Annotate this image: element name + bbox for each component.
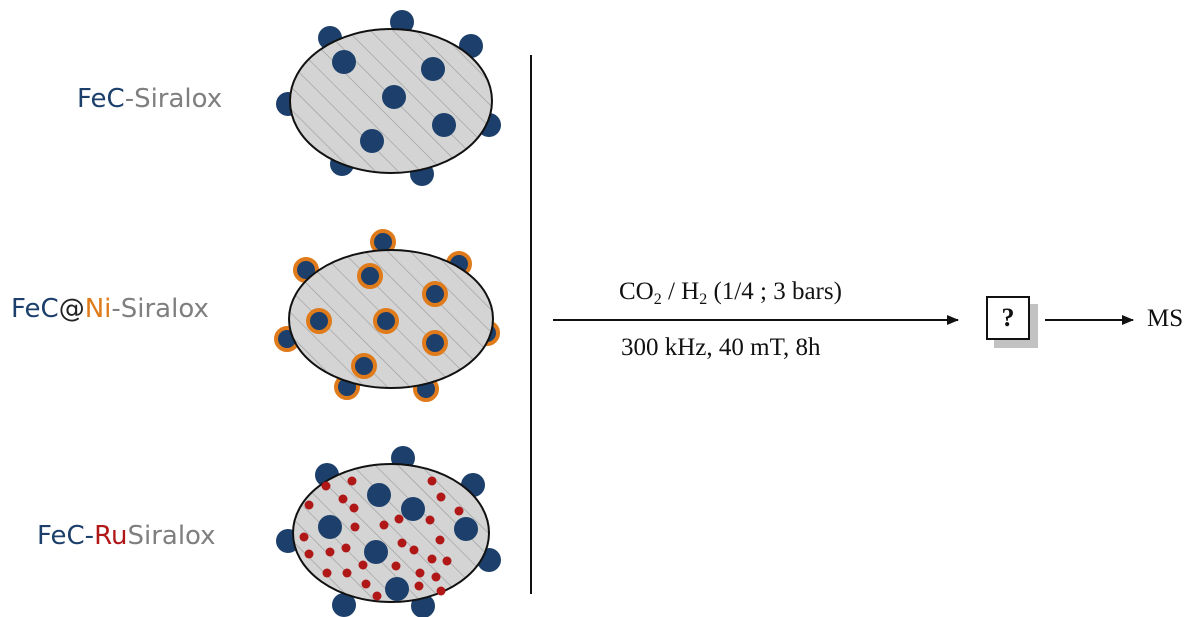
ru-cluster	[338, 494, 348, 504]
ru-cluster	[454, 506, 464, 516]
ru-cluster	[414, 581, 424, 591]
ru-cluster	[358, 560, 368, 570]
fec-particle	[332, 593, 356, 617]
ru-cluster	[394, 514, 404, 524]
fec-ni-particle	[351, 353, 377, 379]
ru-cluster	[361, 579, 371, 589]
fec-particle	[454, 517, 478, 541]
ru-cluster	[436, 586, 446, 596]
ru-cluster	[425, 515, 435, 525]
fec-particle	[367, 483, 391, 507]
label-fec-siralox: FeC-Siralox	[77, 84, 222, 114]
ratio-pressure-text: (1/4 ; 3 bars)	[707, 278, 842, 305]
ru-cluster	[427, 554, 437, 564]
fec-ni-particle	[422, 330, 448, 356]
label-part-fec: FeC-	[37, 521, 95, 551]
catalyst-fec-ni-siralox	[274, 229, 500, 402]
ru-cluster	[342, 568, 352, 578]
catalyst-fec-rusiralox	[276, 446, 501, 617]
fec-ni-particle	[306, 308, 332, 334]
ru-cluster	[379, 520, 389, 530]
fec-particle	[332, 50, 356, 74]
label-fec-rusiralox: FeC-RuSiralox	[37, 521, 216, 551]
fec-ni-particle	[357, 263, 383, 289]
label-part-fec: FeC	[11, 294, 59, 324]
ru-cluster	[436, 492, 446, 502]
field-conditions: 300 kHz, 40 mT, 8h	[621, 334, 821, 361]
unknown-product-box: ?	[986, 296, 1038, 348]
fec-particle	[401, 497, 425, 521]
ru-cluster	[415, 568, 425, 578]
catalyst-fec-siralox	[276, 10, 501, 186]
ru-cluster	[397, 538, 407, 548]
ru-cluster	[299, 532, 309, 542]
label-part-at: @	[58, 294, 85, 324]
ru-cluster	[321, 481, 331, 491]
label-part-siralox: -Siralox	[111, 294, 209, 324]
ru-cluster	[409, 545, 419, 555]
h-subscript: 2	[699, 291, 708, 308]
gas-conditions: CO2 / H2 (1/4 ; 3 bars)	[619, 278, 842, 309]
label-part-siralox: Siralox	[127, 521, 216, 551]
ru-cluster	[322, 568, 332, 578]
label-part-fec: FeC	[77, 84, 125, 114]
ru-cluster	[442, 556, 452, 566]
ru-cluster	[350, 522, 360, 532]
fec-particle	[385, 577, 409, 601]
ru-cluster	[391, 561, 401, 571]
fec-particle	[360, 129, 384, 153]
fec-ni-particle	[422, 281, 448, 307]
fec-particle	[432, 113, 456, 137]
fec-particle	[390, 10, 414, 34]
ru-cluster	[349, 503, 359, 513]
ru-cluster	[427, 476, 437, 486]
label-part-ni: Ni	[84, 294, 112, 324]
ru-cluster	[325, 547, 335, 557]
label-fec-ni-siralox: FeC@Ni-Siralox	[11, 294, 209, 324]
fec-particle	[382, 85, 406, 109]
ru-cluster	[304, 500, 314, 510]
fec-ni-particle	[373, 308, 399, 334]
fec-particle	[421, 57, 445, 81]
ru-cluster	[304, 549, 314, 559]
label-part-ru: Ru	[94, 521, 128, 551]
ms-label: MS	[1147, 305, 1184, 332]
ru-cluster	[372, 591, 382, 601]
h-text: / H	[661, 278, 700, 305]
ru-cluster	[347, 476, 357, 486]
co-text: CO	[619, 278, 654, 305]
co-subscript: 2	[653, 291, 662, 308]
question-mark: ?	[986, 296, 1030, 340]
label-part-siralox: -Siralox	[124, 84, 223, 114]
fec-particle	[364, 540, 388, 564]
ru-cluster	[431, 572, 441, 582]
ru-cluster	[435, 535, 445, 545]
ru-cluster	[341, 543, 351, 553]
fec-particle	[318, 515, 342, 539]
